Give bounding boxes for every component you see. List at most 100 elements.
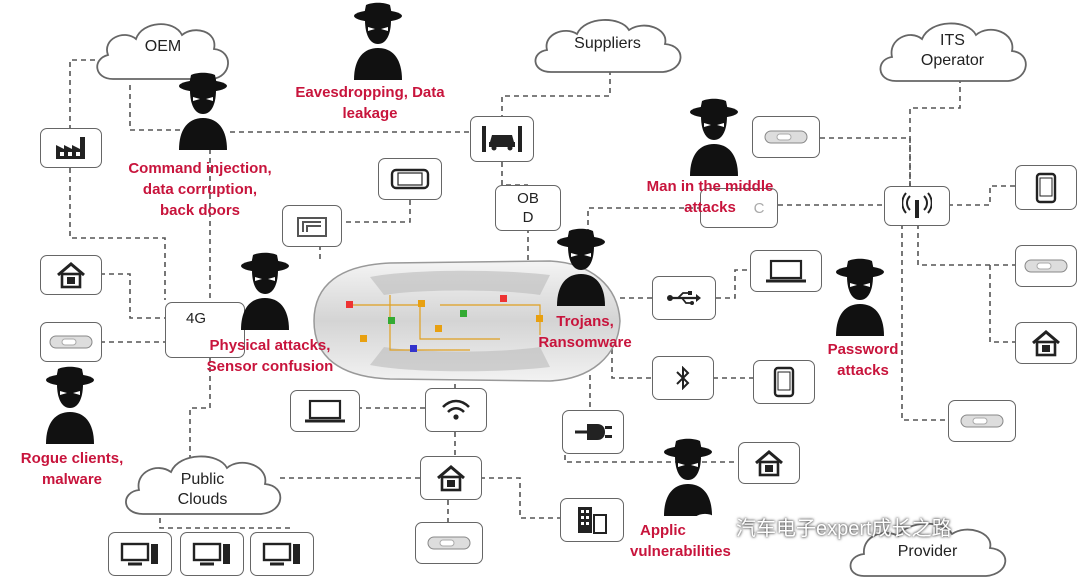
monitor-box-2[interactable]	[180, 532, 244, 576]
key-box-top-right[interactable]	[752, 116, 820, 158]
link-antenna-key	[820, 137, 911, 188]
car-key-icon	[1024, 259, 1068, 273]
sensor-box[interactable]	[282, 205, 342, 247]
cloud-its-label-2: Operator	[920, 52, 985, 69]
house-icon	[437, 465, 465, 492]
threat-application-vulnerabilities: Applic vulnerabilities	[630, 522, 731, 560]
house-icon	[755, 450, 783, 477]
cloud-oem: OEM	[88, 15, 238, 93]
link-car-bt	[611, 340, 652, 379]
car-key-icon	[427, 536, 471, 550]
plug-icon	[575, 424, 612, 440]
charger-box[interactable]	[562, 410, 624, 454]
fourg-hub[interactable]: 4G	[165, 302, 245, 358]
wifi-box[interactable]	[425, 388, 487, 432]
house-box-right[interactable]	[1015, 322, 1077, 364]
cloud-public-label-1: Public	[180, 471, 225, 488]
cloud-suppliers-label: Suppliers	[574, 35, 641, 52]
factory-icon	[56, 137, 85, 159]
cloud-public-label-2: Clouds	[177, 491, 228, 508]
house-icon	[57, 262, 85, 289]
threat-command-injection: Command injection, data corruption, back…	[128, 160, 272, 219]
phone-landscape-icon	[390, 168, 430, 190]
usb-icon	[667, 291, 701, 305]
car-lift-icon	[482, 126, 522, 152]
cloud-its-operator: ITS Operator	[870, 15, 1035, 93]
server-box[interactable]	[560, 498, 624, 542]
factory-box[interactable]	[40, 128, 102, 168]
house-box-left[interactable]	[40, 255, 102, 295]
threat-trojans: Trojans, Ransomware	[538, 313, 632, 351]
threat-man-in-the-middle: Man in the middle attacks	[646, 178, 774, 216]
sensor-icon	[297, 217, 327, 237]
threat-password-attacks: Password attacks	[827, 341, 899, 379]
antenna-icon	[902, 192, 932, 218]
usb-box[interactable]	[652, 276, 716, 320]
c-label: C	[753, 199, 765, 217]
vehicle-top-view	[300, 255, 625, 390]
cloud-its-label-1: ITS	[940, 32, 965, 49]
key-box-right[interactable]	[1015, 245, 1077, 287]
link-antenna-house	[989, 265, 1015, 343]
link-plug-house	[564, 455, 738, 463]
server-icon	[578, 507, 607, 534]
desktop-icon	[120, 542, 158, 566]
house-icon	[1032, 330, 1060, 357]
hacker-icon-trojans	[557, 228, 605, 306]
workshop-box[interactable]	[470, 116, 534, 162]
monitor-box-3[interactable]	[250, 532, 314, 576]
phone-box-top[interactable]	[378, 158, 442, 200]
link-oem-cmd	[129, 85, 211, 300]
wifi-icon	[442, 399, 470, 420]
cloud-provider: Provider	[840, 520, 1015, 577]
phone-box-bt[interactable]	[753, 360, 815, 404]
key-box-left[interactable]	[40, 322, 102, 362]
bluetooth-box[interactable]	[652, 356, 714, 400]
laptop-box-right[interactable]	[750, 250, 822, 292]
laptop-box-left[interactable]	[290, 390, 360, 432]
link-antenna-password	[901, 224, 948, 421]
hacker-icon-application	[664, 438, 712, 516]
threat-rogue-clients: Rogue clients, malware	[20, 450, 124, 488]
car-key-icon	[960, 414, 1004, 428]
hacker-icon-command	[179, 72, 227, 150]
link-its-antenna	[909, 78, 961, 188]
house-box-bottom-right[interactable]	[738, 442, 800, 484]
link-factory-down	[69, 168, 166, 300]
link-workshop-obd	[501, 162, 528, 186]
monitor-box-1[interactable]	[108, 532, 172, 576]
car-key-icon	[49, 335, 93, 349]
obd-label-2: D	[522, 209, 534, 226]
watermark-text: 汽车电子expert成长之路	[736, 518, 952, 540]
hacker-icon-mitm	[690, 98, 738, 176]
hacker-icon-password	[836, 258, 884, 336]
desktop-icon	[262, 542, 300, 566]
link-antenna-right	[930, 185, 1015, 206]
link-suppliers-workshop	[501, 70, 611, 118]
link-house-server	[480, 477, 560, 519]
laptop-icon	[305, 399, 345, 423]
link-4g-public	[189, 358, 211, 458]
laptop-icon	[766, 259, 806, 283]
phone-box-right[interactable]	[1015, 165, 1077, 210]
link-usb-laptop	[716, 269, 750, 299]
house-box-bottom[interactable]	[420, 456, 482, 500]
bluetooth-icon	[676, 366, 690, 390]
c-box[interactable]: C	[700, 188, 778, 228]
watermark: 汽车电子expert成长之路	[690, 512, 952, 541]
cloud-suppliers: Suppliers	[525, 12, 690, 84]
link-phone-car	[319, 200, 411, 262]
link-trojan-mitm	[587, 207, 700, 252]
key-box-bottom[interactable]	[415, 522, 483, 564]
antenna-box[interactable]	[884, 186, 950, 226]
hacker-icon-eavesdrop	[354, 2, 402, 80]
link-antenna-right2	[917, 224, 1015, 266]
fourg-label: 4G	[185, 309, 206, 327]
hacker-icon-rogue	[46, 366, 94, 444]
key-box-password[interactable]	[948, 400, 1016, 442]
threat-physical-attacks: Physical attacks, Sensor confusion	[206, 337, 334, 375]
threat-eavesdropping: Eavesdropping, Data leakage	[295, 84, 445, 122]
